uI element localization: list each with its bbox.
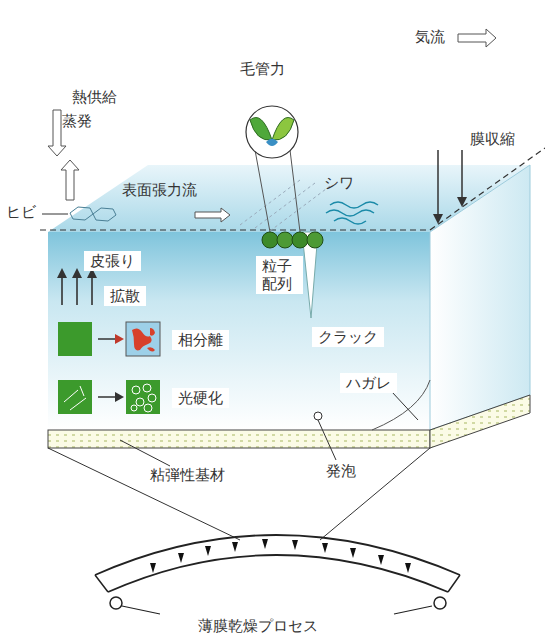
foam-label: 発泡 [326,462,356,480]
crack-label: クラック [312,327,384,347]
heat-label: 熱供給 [72,88,117,106]
skin-label: 皮張り [84,251,141,271]
capillary-label: 毛管力 [240,60,285,78]
particle-label: 粒子 配列 [256,256,303,294]
airflow-label: 気流 [415,28,445,46]
crack-hex-label: ヒビ [6,203,36,221]
diffusion-label: 拡散 [104,286,146,306]
process-label: 薄膜乾燥プロセス [198,617,318,635]
curing-label: 光硬化 [172,388,229,408]
evaporation-label: 蒸発 [62,112,92,130]
substrate-label: 粘弾性基材 [150,466,225,484]
flow-label: 表面張力流 [122,181,197,199]
peel-label: ハガレ [340,373,397,393]
shrink-label: 膜収縮 [470,130,515,148]
phase-label: 相分離 [172,330,229,350]
wrinkle-label: シワ [324,174,354,192]
